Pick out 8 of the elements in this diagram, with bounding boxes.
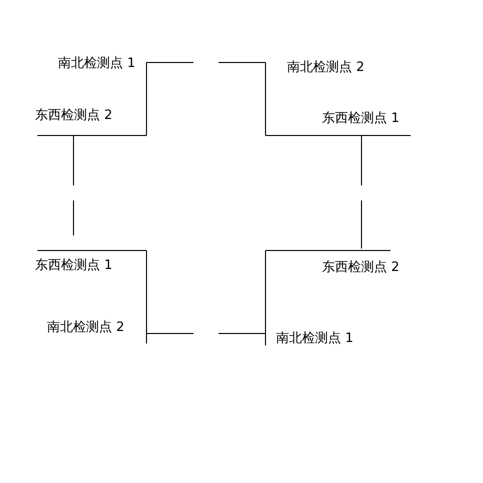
detector-label: 东西检测点 1 [322, 111, 400, 127]
detector-label: 东西检测点 2 [322, 260, 400, 276]
detector-label: 东西检测点 2 [35, 108, 112, 124]
detector-label: 南北检测点 2 [47, 320, 124, 336]
detector-label: 南北检测点 1 [58, 56, 136, 72]
detector-label: 东西检测点 1 [35, 258, 112, 274]
detector-label: 南北检测点 2 [287, 60, 364, 76]
detector-label: 南北检测点 1 [276, 331, 354, 347]
